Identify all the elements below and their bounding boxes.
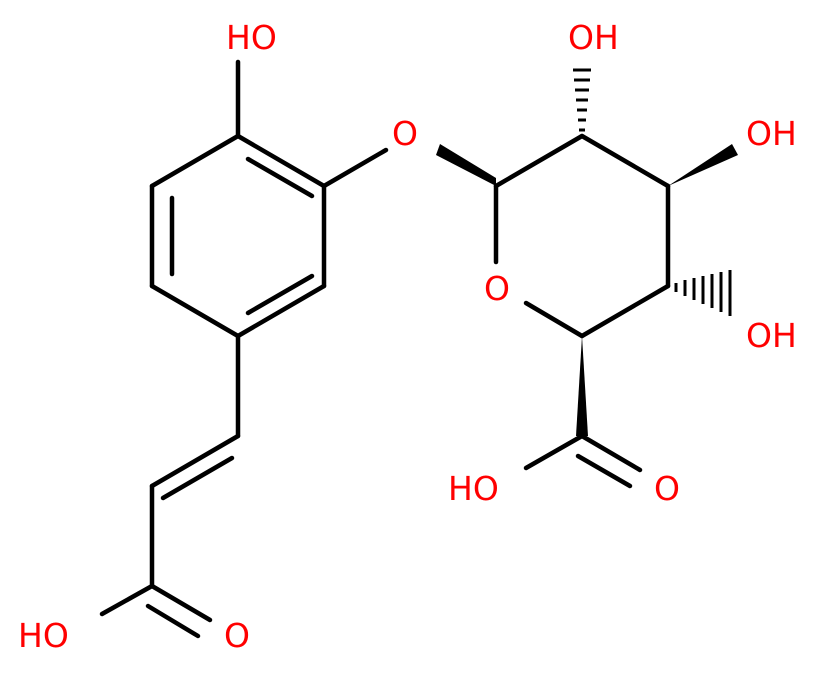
bond	[579, 283, 671, 339]
double-bond	[575, 453, 633, 489]
atom-label: OH	[746, 114, 797, 153]
atom-label: HO	[18, 616, 69, 655]
wedge-bond	[436, 144, 496, 186]
acrylic-acid-chain	[99, 333, 241, 639]
bond	[579, 133, 671, 189]
benzene-ring	[149, 133, 327, 339]
double-bond	[160, 455, 235, 501]
bond	[149, 583, 213, 623]
wedge-bond	[576, 336, 588, 436]
atom-label: O	[654, 469, 680, 508]
atom-label: O	[224, 616, 250, 655]
glucuronide-ring	[436, 133, 671, 339]
bond	[235, 283, 327, 339]
bond	[149, 133, 241, 189]
atom-label: O	[484, 269, 510, 308]
atom-label: HO	[448, 469, 499, 508]
atom-label: HO	[226, 18, 277, 57]
bond	[99, 583, 155, 617]
double-bond	[145, 603, 201, 639]
wedge-bond	[668, 144, 738, 186]
bond	[493, 133, 585, 189]
bond	[149, 283, 241, 339]
bond	[523, 433, 585, 471]
aromatic-bond	[245, 273, 315, 316]
hashed-bond-c4	[674, 270, 732, 316]
bond	[235, 133, 327, 189]
atom-label: O	[392, 114, 418, 153]
bond	[579, 433, 643, 473]
atom-label: OH	[746, 316, 797, 355]
aromatic-bond	[245, 156, 315, 199]
atom-label: OH	[568, 18, 619, 57]
bond	[149, 433, 241, 489]
bond-ether	[321, 147, 389, 189]
hashed-bond-c2	[573, 68, 591, 132]
bond	[523, 300, 585, 339]
